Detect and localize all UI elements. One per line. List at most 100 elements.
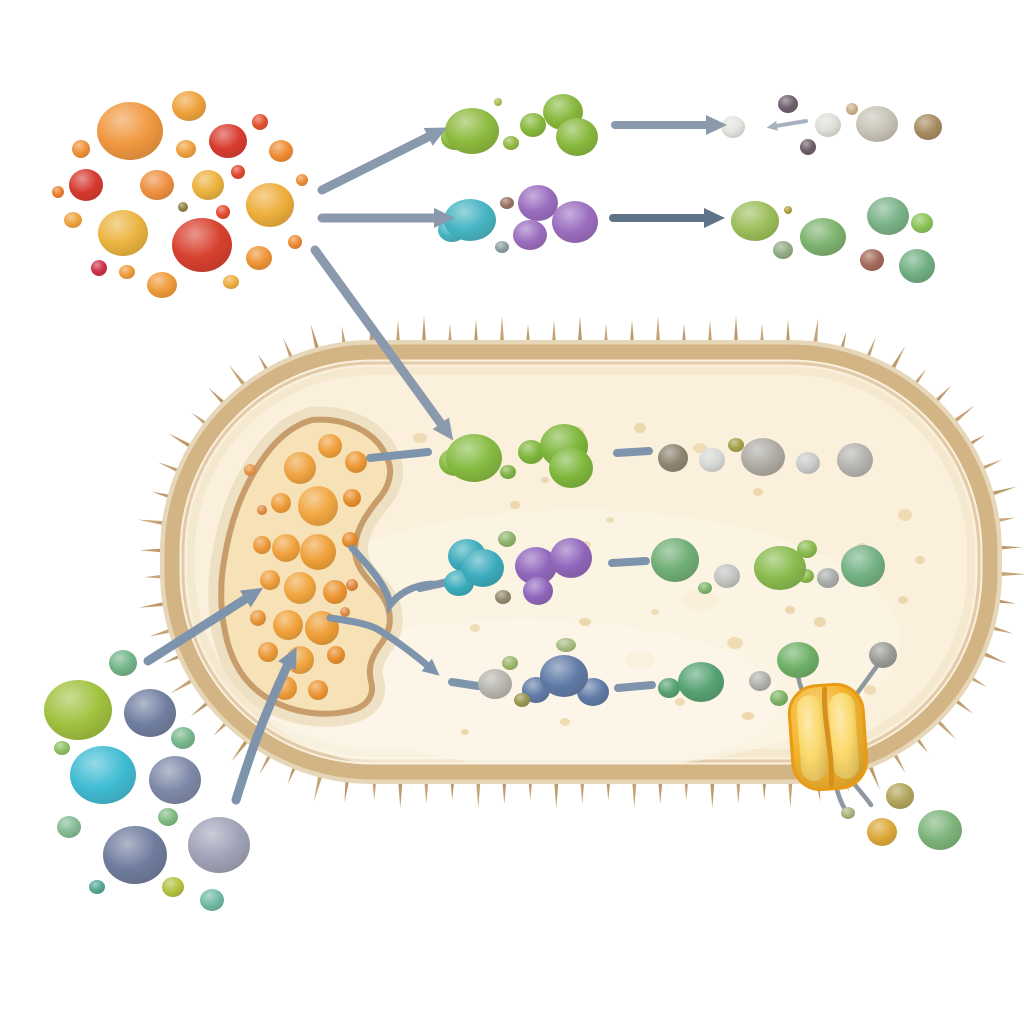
molecule-circle — [72, 140, 90, 158]
cytoplasm-speckle — [785, 606, 795, 614]
cytoplasm-speckle — [753, 488, 763, 496]
cytoplasm-speckle — [470, 624, 480, 632]
cytoplasm-light-patch — [626, 651, 654, 669]
molecule-circle — [741, 438, 785, 476]
row1-reaction-arrow — [611, 115, 727, 135]
molecule-circle — [815, 113, 841, 137]
granule-sphere — [257, 505, 267, 515]
granule-sphere — [260, 570, 280, 590]
molecule-circle — [911, 213, 933, 233]
molecule-circle — [651, 538, 699, 582]
blob-lobe — [754, 546, 806, 590]
molecule-circle — [728, 438, 744, 452]
molecule-circle — [69, 169, 103, 201]
storage-granule — [208, 406, 404, 727]
molecule-circle — [867, 818, 897, 846]
molecule-circle — [514, 693, 530, 707]
molecule-circle — [500, 197, 514, 209]
molecule-circle — [296, 174, 308, 186]
substrate-polymer-cluster — [52, 91, 308, 298]
molecule-circle — [246, 183, 294, 227]
molecule-circle — [714, 564, 740, 588]
granule-sphere — [298, 486, 338, 526]
blob-lobe — [549, 448, 593, 488]
blob-lobe — [550, 538, 592, 578]
cytoplasm-speckle — [693, 443, 707, 453]
molecule-circle — [841, 807, 855, 819]
granule-sphere — [244, 464, 256, 476]
molecule-circle — [841, 545, 885, 587]
cytoplasm-speckle — [510, 501, 520, 509]
cytoplasm-speckle — [651, 609, 659, 615]
dash-connector — [613, 447, 653, 457]
molecule-circle — [192, 170, 224, 200]
granule-sphere — [340, 607, 350, 617]
cytoplasm-speckle — [742, 712, 754, 720]
molecule-circle — [778, 95, 798, 113]
molecule-circle — [252, 114, 268, 130]
granule-sphere — [346, 579, 358, 591]
exported-molecules — [841, 783, 962, 850]
cytoplasm-row2 — [444, 531, 885, 605]
molecule-circle — [64, 212, 82, 228]
green-enzyme-trilobe — [520, 94, 598, 156]
granule-sphere — [318, 434, 342, 458]
blob-lobe — [678, 662, 724, 702]
molecule-circle — [503, 136, 519, 150]
molecule-circle — [200, 889, 224, 911]
arrowhead — [423, 127, 447, 146]
reaction-row2-reactants — [438, 185, 598, 253]
dash-connector — [608, 557, 650, 567]
molecule-circle — [556, 638, 576, 652]
molecule-circle — [770, 690, 788, 706]
molecule-circle — [103, 826, 167, 884]
blob-lobe — [513, 220, 547, 250]
transporter-left-half — [796, 695, 828, 782]
molecule-circle — [796, 452, 820, 474]
row2-reaction-arrow — [609, 208, 725, 228]
molecule-circle — [777, 642, 819, 678]
blob-lobe — [520, 113, 546, 137]
blob-lobe — [444, 199, 496, 241]
cytoplasm-row1 — [439, 424, 873, 488]
cluster-to-row1-arrow — [317, 127, 447, 195]
granule-sphere — [327, 646, 345, 664]
blob-lobe — [445, 108, 499, 154]
membrane-transporter — [787, 682, 869, 792]
granule-to-row3-arrow — [326, 614, 440, 676]
molecule-circle — [500, 465, 516, 479]
cytoplasm-speckle — [898, 596, 908, 604]
green-enzyme-blob — [441, 108, 499, 154]
arrowhead — [278, 647, 297, 671]
granule-sphere — [258, 642, 278, 662]
granule-sphere — [323, 580, 347, 604]
molecule-circle — [495, 590, 511, 604]
nutrient-curved-uptake-arrow — [231, 647, 297, 805]
blob-lobe — [552, 201, 598, 243]
granule-sphere — [284, 452, 316, 484]
cytoplasm-row3 — [478, 638, 897, 707]
molecule-circle — [914, 114, 942, 140]
molecule-circle — [698, 582, 712, 594]
molecule-circle — [97, 102, 163, 160]
molecule-circle — [172, 91, 206, 121]
molecule-circle — [54, 741, 70, 755]
granule-sphere — [345, 451, 367, 473]
cytoplasm-speckle — [579, 618, 591, 626]
reaction-row1-reactants — [441, 94, 598, 156]
molecule-circle — [918, 810, 962, 850]
budded-seagreen-blob — [658, 662, 724, 702]
molecule-circle — [837, 443, 873, 477]
molecule-circle — [162, 877, 184, 897]
granule-sphere — [253, 536, 271, 554]
molecule-circle — [288, 235, 302, 249]
granule-sphere — [343, 489, 361, 507]
cytoplasm-speckle — [634, 423, 646, 433]
nutrient-uptake-arrow — [143, 587, 263, 666]
molecule-circle — [800, 218, 846, 256]
cytoplasm-speckle — [461, 729, 469, 735]
blob-lobe — [523, 577, 553, 605]
arrowhead — [421, 658, 440, 676]
